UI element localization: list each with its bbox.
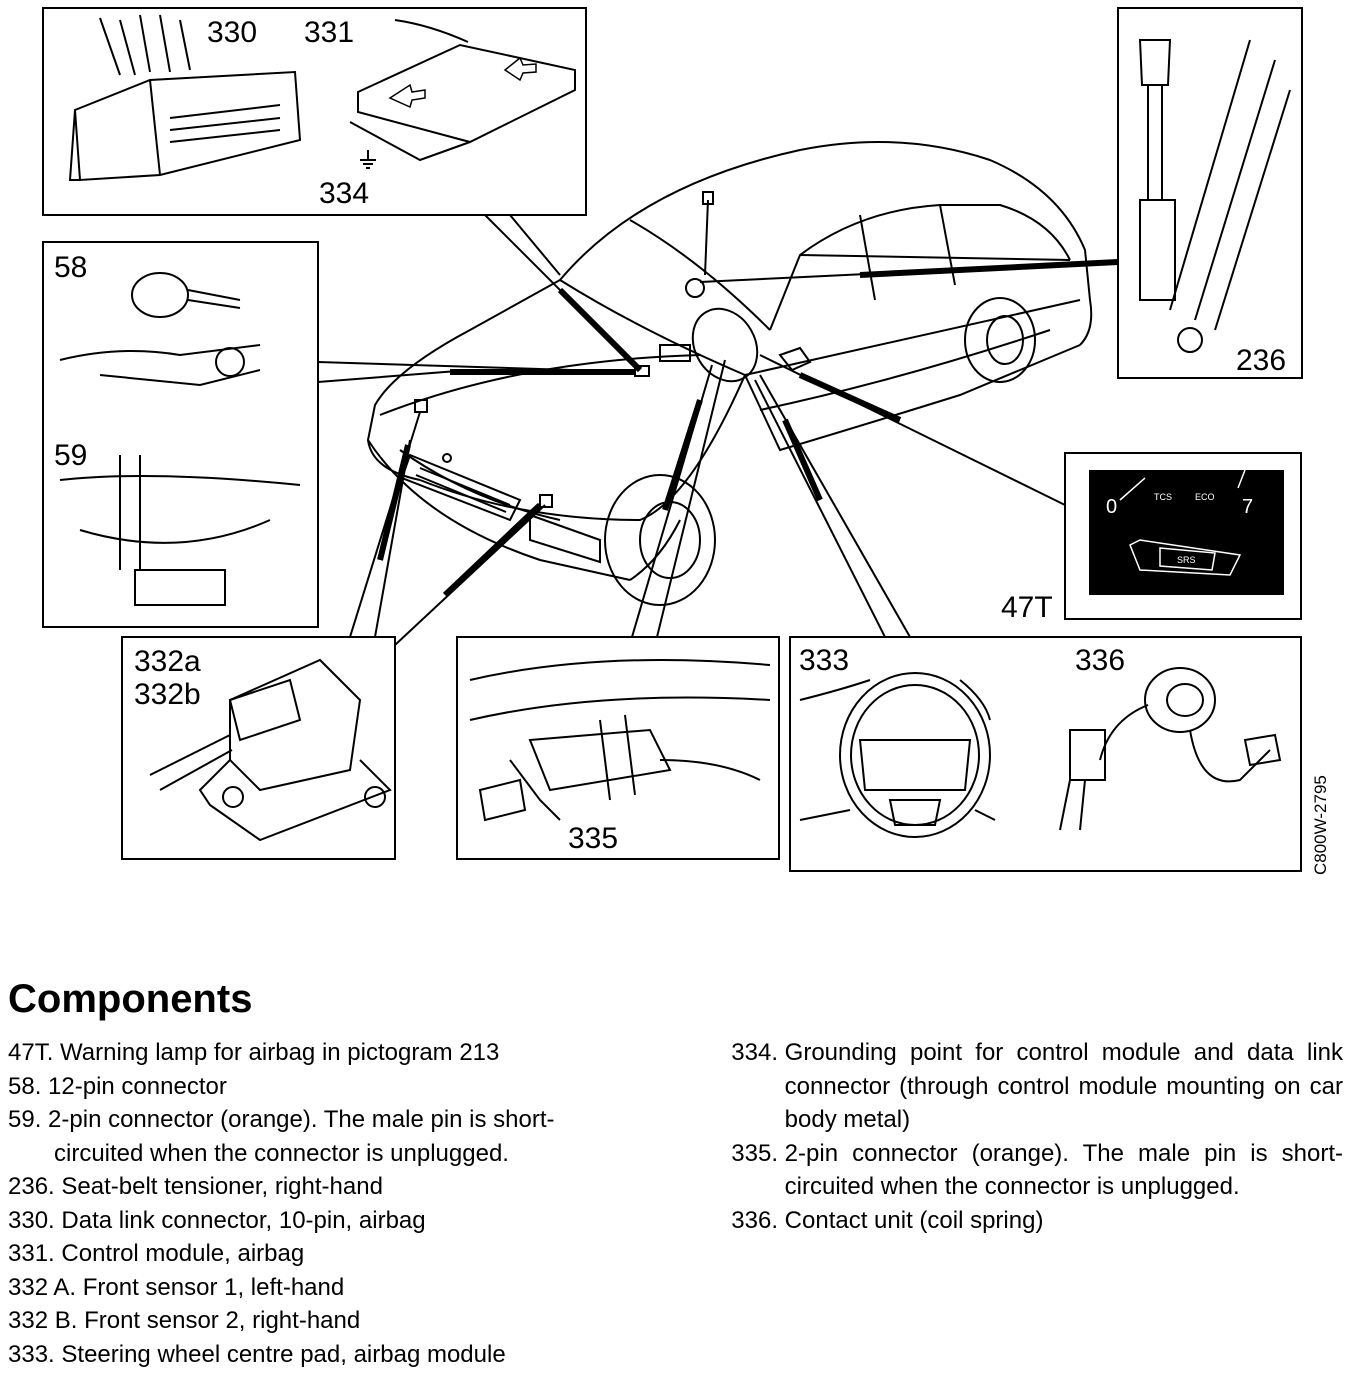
- components-list-left: 47T. Warning lamp for airbag in pictogra…: [8, 1036, 668, 1371]
- callout-332b: 332b: [134, 678, 201, 711]
- list-item: 332 A. Front sensor 1, left-hand: [8, 1273, 345, 1301]
- list-item: 334. Grounding point for control module …: [731, 1039, 1343, 1133]
- callout-334: 334: [319, 177, 369, 210]
- callout-333: 333: [799, 644, 849, 677]
- panel-warning-lamp: 47T 0 7 TCS ECO SRS: [1001, 452, 1302, 624]
- panel-2pin-connector: 335: [456, 636, 780, 860]
- connector-58-drawing: [59, 272, 261, 387]
- figure-reference-code: C800W-2795: [1311, 775, 1330, 875]
- callout-336: 336: [1075, 644, 1125, 677]
- connector-335-drawing: [469, 659, 771, 822]
- callout-236: 236: [1236, 344, 1286, 377]
- panel-connectors-58-59: 58 59: [42, 241, 319, 628]
- components-diagram: 330 331 334 58 59: [42, 7, 1330, 875]
- contact-unit-drawing: [1059, 667, 1282, 831]
- panel-steering-wheel: 333 336: [789, 636, 1302, 872]
- callout-332a: 332a: [134, 645, 201, 678]
- list-item: 236. Seat-belt tensioner, right-hand: [8, 1173, 383, 1200]
- list-item: 330. Data link connector, 10-pin, airbag: [8, 1206, 426, 1234]
- callout-335: 335: [568, 822, 618, 855]
- list-item: 332 B. Front sensor 2, right-hand: [8, 1307, 361, 1334]
- list-item: 47T. Warning lamp for airbag in pictogra…: [8, 1039, 500, 1066]
- control-module-drawing: [349, 19, 576, 169]
- car-pictogram: [1129, 539, 1242, 576]
- callout-330: 330: [207, 16, 257, 49]
- cluster-srs-label: SRS: [1177, 555, 1196, 565]
- list-item: 58. 12-pin connector: [8, 1072, 227, 1100]
- components-list-right: 334. Grounding point for control module …: [716, 1036, 1343, 1237]
- list-item: 333. Steering wheel centre pad, airbag m…: [8, 1340, 506, 1368]
- list-item: 336. Contact unit (coil spring): [731, 1206, 1044, 1234]
- tensioner-drawing: [1138, 39, 1291, 353]
- leader-lines: [317, 214, 1119, 646]
- front-sensor-drawing: [149, 658, 392, 842]
- panel-control-module: 330 331 334: [42, 7, 587, 216]
- callout-58: 58: [54, 251, 87, 284]
- list-item: 331. Control module, airbag: [8, 1240, 305, 1267]
- callout-59: 59: [54, 439, 87, 472]
- panel-seat-belt-tensioner: 236: [1117, 7, 1303, 379]
- instrument-cluster: [1089, 470, 1284, 595]
- connector-59-drawing: [59, 455, 301, 606]
- cluster-tcs-label: TCS: [1154, 492, 1172, 502]
- cluster-digit-right: 7: [1242, 496, 1253, 518]
- list-item: 59. 2-pin connector (orange). The male p…: [8, 1106, 555, 1133]
- panel-front-sensor: 332a 332b: [121, 636, 396, 860]
- callout-47T: 47T: [1001, 591, 1053, 624]
- callout-331: 331: [304, 16, 354, 49]
- list-item: 335. 2-pin connector (orange). The male …: [731, 1139, 1343, 1201]
- cluster-digit-left: 0: [1106, 496, 1117, 518]
- list-item-continuation: circuited when the connector is unplugge…: [54, 1139, 509, 1167]
- components-heading: Components: [8, 977, 253, 1021]
- cluster-eco-label: ECO: [1195, 492, 1215, 502]
- steering-wheel-drawing: [799, 672, 996, 838]
- cluster-markings: [1119, 469, 1246, 576]
- data-link-connector-drawing: [68, 14, 302, 182]
